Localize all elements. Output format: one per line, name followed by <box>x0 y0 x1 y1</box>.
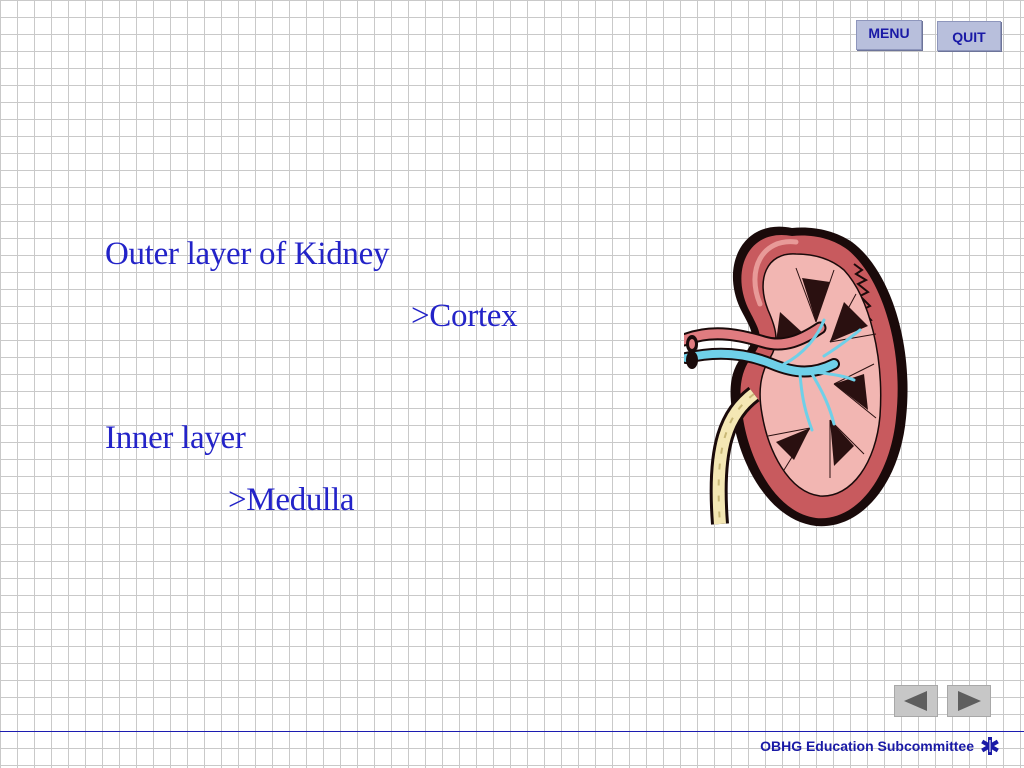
outer-layer-answer: >Cortex <box>411 298 518 334</box>
footer-divider <box>0 731 1024 732</box>
triangle-left-icon <box>904 691 927 711</box>
quit-button-label: QUIT <box>952 29 986 45</box>
inner-layer-question: Inner layer <box>105 420 246 456</box>
footer: OBHG Education Subcommittee <box>760 736 1000 756</box>
outer-layer-question: Outer layer of Kidney <box>105 236 390 272</box>
triangle-right-icon <box>958 691 981 711</box>
menu-button-label: MENU <box>868 25 910 41</box>
kidney-illustration <box>684 226 908 527</box>
star-of-life-icon <box>981 737 999 755</box>
inner-layer-answer: >Medulla <box>228 482 355 518</box>
previous-slide-button[interactable] <box>894 685 938 717</box>
menu-button[interactable]: MENU <box>856 20 922 50</box>
footer-text: OBHG Education Subcommittee <box>760 738 974 754</box>
next-slide-button[interactable] <box>947 685 991 717</box>
quit-button[interactable]: QUIT <box>937 21 1001 51</box>
